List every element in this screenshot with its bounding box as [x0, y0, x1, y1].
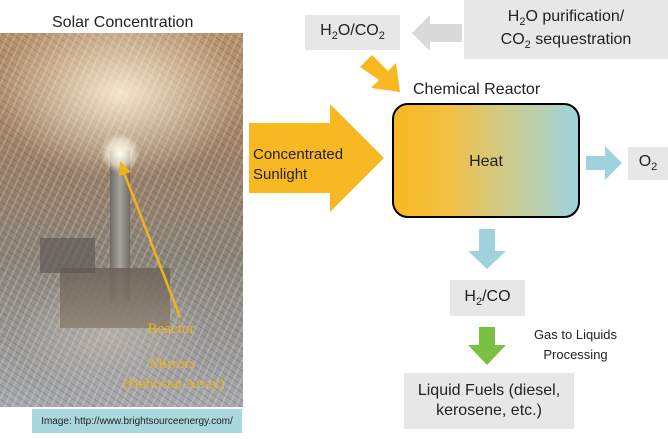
power-plant-base [60, 268, 170, 328]
photo-title: Solar Concentration [52, 14, 194, 31]
purification-box: H2O purification/ CO2 sequestration [464, 0, 668, 59]
o2-arrow [586, 146, 622, 180]
reactor-title: Chemical Reactor [413, 81, 541, 98]
mirrors-label: Mirrors [149, 356, 196, 372]
h2co-arrow [468, 229, 506, 269]
recycle-arrow [412, 15, 462, 51]
solar-tower [110, 151, 130, 301]
sunlight-label: Concentrated Sunlight [253, 146, 344, 183]
feed-arrow [360, 55, 400, 92]
plant-block [40, 238, 95, 273]
reactor-label: Reactor [147, 321, 195, 337]
h2-co-box: H2/CO [450, 280, 525, 316]
h2o-co2-box: H2O/CO2 [305, 15, 400, 50]
liquid-fuels-box: Liquid Fuels (diesel, kerosene, etc.) [404, 373, 574, 429]
heat-label: Heat [469, 153, 503, 170]
gtl-arrow [468, 327, 506, 365]
gtl-label: Gas to Liquids Processing [533, 327, 618, 362]
photo-credit: Image: http://www.brightsourceenergy.com… [32, 409, 242, 433]
heliostat-array-label: (Heliostat Array) [122, 376, 226, 392]
chemical-reactor: Heat [392, 103, 580, 218]
o2-box: O2 [628, 147, 668, 180]
heliostat-field-photo: Reactor Mirrors (Heliostat Array) [0, 33, 243, 407]
sunlight-arrow [249, 104, 384, 212]
reactor-pointer-arrow [119, 161, 182, 318]
